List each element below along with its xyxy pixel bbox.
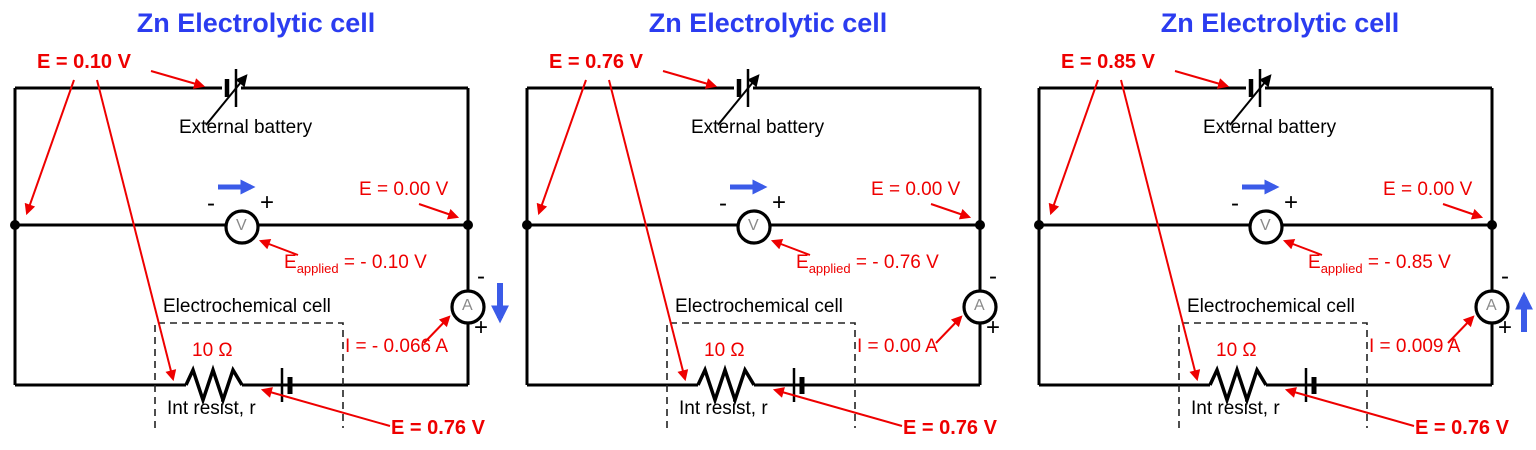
applied-potential-value: = - 0.76 V <box>850 252 939 273</box>
ammeter-plus-sign: + <box>474 314 489 341</box>
node-potential-label: E = 0.10 V <box>37 51 131 73</box>
ammeter-plus-sign: + <box>1498 314 1513 341</box>
voltmeter-plus-sign: + <box>1284 189 1299 216</box>
right-node-potential-label: E = 0.00 V <box>359 179 449 200</box>
node-potential-label: E = 0.85 V <box>1061 51 1155 73</box>
right-node-dot <box>1487 220 1497 230</box>
circuit-panel: Zn Electrolytic cell E = 0.10 V External… <box>0 0 512 450</box>
left-node-dot <box>10 220 20 230</box>
pointer-arrows <box>1048 70 1484 427</box>
ammeter-plus-sign: + <box>986 314 1001 341</box>
electrochemical-cell-dashed-box <box>666 322 856 428</box>
voltmeter-letter: V <box>748 217 759 234</box>
applied-potential-label: Eapplied = - 0.85 V <box>1308 252 1451 277</box>
voltmeter-icon <box>1248 209 1284 245</box>
panel-title: Zn Electrolytic cell <box>136 8 376 38</box>
voltmeter-minus-sign: - <box>719 190 727 217</box>
voltmeter-plus-sign: + <box>772 189 787 216</box>
resistor-icon <box>184 364 244 406</box>
left-node-dot <box>522 220 532 230</box>
circuit-panel: Zn Electrolytic cell E = 0.85 V External… <box>1024 0 1536 450</box>
applied-potential-subscript: applied <box>296 260 339 276</box>
node-potential-label: E = 0.76 V <box>549 51 643 73</box>
ammeter-icon <box>450 289 486 325</box>
circuit-diagram <box>10 69 509 428</box>
voltmeter-letter: V <box>236 217 247 234</box>
external-battery-label: External battery <box>1203 117 1337 138</box>
ammeter-minus-sign: - <box>477 263 485 290</box>
ammeter-icon <box>1474 289 1510 325</box>
current-value-label: I = 0.00 A <box>857 336 938 357</box>
applied-potential-symbol: E <box>796 252 809 273</box>
resistor-icon <box>696 364 756 406</box>
ammeter-letter: A <box>462 297 473 314</box>
applied-potential-subscript: applied <box>808 260 851 276</box>
circuit-wires <box>1037 86 1494 387</box>
circuit-panel: Zn Electrolytic cell E = 0.76 V External… <box>512 0 1024 450</box>
right-node-potential-label: E = 0.00 V <box>1383 179 1473 200</box>
applied-potential-symbol: E <box>1308 252 1321 273</box>
variable-battery-icon <box>205 69 248 126</box>
applied-potential-value: = - 0.85 V <box>1362 252 1451 273</box>
circuit-diagram <box>522 69 998 428</box>
circuit-diagram <box>1034 69 1533 428</box>
panel-title: Zn Electrolytic cell <box>648 8 888 38</box>
electrochemical-cell-label: Electrochemical cell <box>675 296 843 317</box>
applied-potential-subscript: applied <box>1320 260 1363 276</box>
right-node-potential-label: E = 0.00 V <box>871 179 961 200</box>
voltmeter-letter: V <box>1260 217 1271 234</box>
cell-potential-label: E = 0.76 V <box>391 417 485 439</box>
internal-resistance-label: Int resist, r <box>167 398 256 419</box>
panel-title: Zn Electrolytic cell <box>1160 8 1400 38</box>
applied-potential-symbol: E <box>284 252 297 273</box>
internal-resistance-label: Int resist, r <box>679 398 768 419</box>
voltmeter-icon <box>224 209 260 245</box>
applied-potential-label: Eapplied = - 0.76 V <box>796 252 939 277</box>
external-battery-label: External battery <box>179 117 313 138</box>
ammeter-letter: A <box>974 297 985 314</box>
circuit-wires <box>13 86 470 387</box>
cell-potential-label: E = 0.76 V <box>1415 417 1509 439</box>
cell-potential-label: E = 0.76 V <box>903 417 997 439</box>
current-value-label: I = 0.009 A <box>1369 336 1461 357</box>
electrochemical-cell-label: Electrochemical cell <box>163 296 331 317</box>
internal-resistance-label: Int resist, r <box>1191 398 1280 419</box>
ammeter-letter: A <box>1486 297 1497 314</box>
current-value-label: I = - 0.066 A <box>345 336 448 357</box>
variable-battery-icon <box>717 69 760 126</box>
voltmeter-icon <box>736 209 772 245</box>
ammeter-icon <box>962 289 998 325</box>
electrochemical-cell-dashed-box <box>154 322 344 428</box>
internal-resistance-value-label: 10 Ω <box>704 340 745 361</box>
variable-battery-icon <box>1229 69 1272 126</box>
resistor-icon <box>1208 364 1268 406</box>
right-node-dot <box>463 220 473 230</box>
external-battery-label: External battery <box>691 117 825 138</box>
applied-potential-label: Eapplied = - 0.10 V <box>284 252 427 277</box>
internal-resistance-value-label: 10 Ω <box>192 340 233 361</box>
voltmeter-minus-sign: - <box>1231 190 1239 217</box>
ammeter-minus-sign: - <box>989 263 997 290</box>
left-node-dot <box>1034 220 1044 230</box>
voltmeter-plus-sign: + <box>260 189 275 216</box>
right-node-dot <box>975 220 985 230</box>
pointer-arrows <box>536 70 972 427</box>
electrochemical-cell-dashed-box <box>1178 322 1368 428</box>
ammeter-minus-sign: - <box>1501 263 1509 290</box>
circuit-wires <box>525 86 982 387</box>
applied-potential-value: = - 0.10 V <box>338 252 427 273</box>
voltmeter-minus-sign: - <box>207 190 215 217</box>
internal-resistance-value-label: 10 Ω <box>1216 340 1257 361</box>
pointer-arrows <box>24 70 460 427</box>
electrochemical-cell-label: Electrochemical cell <box>1187 296 1355 317</box>
